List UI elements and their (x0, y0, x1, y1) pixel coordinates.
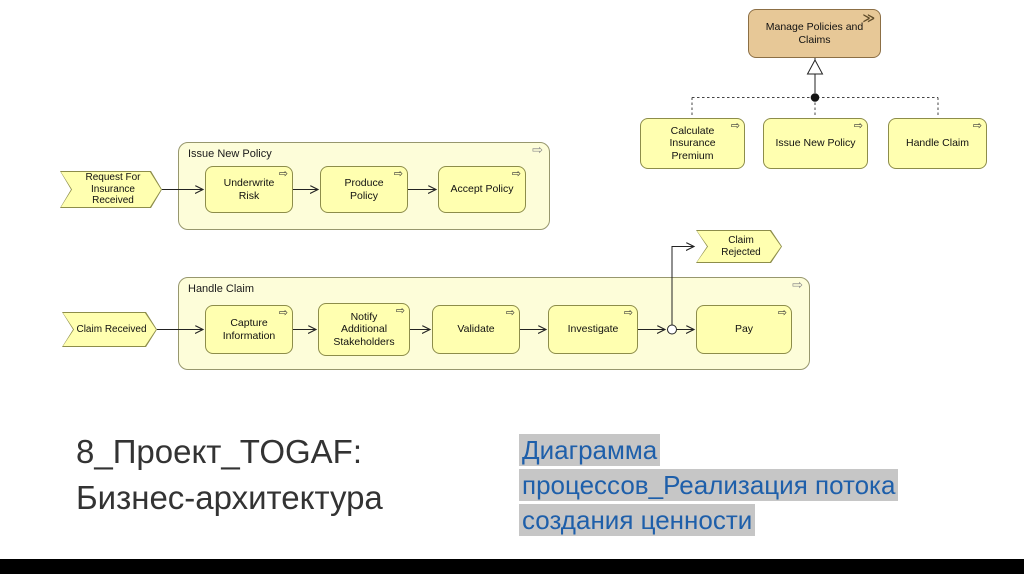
process-arrow-icon: ⇨ (511, 167, 521, 180)
process-arrow-icon: ⇨ (393, 167, 403, 180)
process-arrow-icon: ⇨ (532, 143, 543, 158)
process-step-label: Pay (734, 323, 754, 336)
process-step-pay: ⇨ Pay (696, 305, 792, 354)
process-step-validate: ⇨ Validate (432, 305, 520, 354)
process-arrow-icon: ⇨ (395, 304, 405, 317)
highlighted-text: создания ценности (519, 504, 756, 536)
event-request-for-insurance-received: Request For Insurance Received (60, 171, 162, 208)
slide-title-line2: Бизнес-архитектура (76, 479, 383, 516)
process-step-produce-policy: ⇨ Produce Policy (320, 166, 408, 213)
process-node-issue-new-policy: ⇨ Issue New Policy (763, 118, 868, 169)
process-step-label: Accept Policy (450, 183, 514, 196)
process-node-label: Handle Claim (905, 137, 970, 150)
event-shape-fill (61, 172, 161, 207)
process-step-label: Notify Additional Stakeholders (333, 310, 395, 348)
process-node-label: Manage Policies and Claims (765, 20, 864, 46)
slide-subtitle-line1: Диаграмма (519, 433, 898, 468)
slide-subtitle-line3: создания ценности (519, 503, 898, 538)
process-step-notify-additional-stakeholders: ⇨ Notify Additional Stakeholders (318, 303, 410, 356)
process-step-label: Validate (457, 323, 495, 336)
process-arrow-icon: ⇨ (505, 306, 515, 319)
process-step-investigate: ⇨ Investigate (548, 305, 638, 354)
process-arrow-icon: ⇨ (623, 306, 633, 319)
process-step-label: Investigate (567, 323, 619, 336)
process-arrow-icon: ⇨ (972, 119, 982, 132)
event-label: Request For Insurance Received (85, 172, 141, 207)
bottom-black-bar (0, 559, 1024, 574)
slide-subtitle-line2: процессов_Реализация потока (519, 468, 899, 503)
event-label: Claim Rejected (721, 235, 761, 258)
container-title: Handle Claim (188, 283, 255, 295)
process-step-accept-policy: ⇨ Accept Policy (438, 166, 526, 213)
hierarchy-links (691, 58, 939, 117)
process-arrow-icon: ⇨ (730, 119, 740, 132)
process-node-label: Calculate Insurance Premium (669, 124, 716, 162)
event-shape-fill (63, 313, 156, 346)
process-node-label: Issue New Policy (775, 137, 856, 150)
process-arrow-icon: ⇨ (278, 306, 288, 319)
process-step-label: Underwrite Risk (223, 176, 275, 202)
highlighted-text: Диаграмма (519, 434, 661, 466)
slide-subtitle: Диаграмма процессов_Реализация потока со… (519, 433, 899, 538)
junction-dot (810, 93, 820, 102)
process-step-capture-information: ⇨ Capture Information (205, 305, 293, 354)
process-step-label: Capture Information (222, 316, 276, 342)
process-step-label: Produce Policy (344, 176, 384, 202)
event-claim-received: Claim Received (62, 312, 157, 347)
highlighted-text: процессов_Реализация потока (519, 469, 899, 501)
event-claim-rejected: Claim Rejected (696, 230, 782, 263)
process-node-handle-claim: ⇨ Handle Claim (888, 118, 987, 169)
process-node-manage-policies-and-claims: ≫ Manage Policies and Claims (748, 9, 881, 58)
process-step-underwrite-risk: ⇨ Underwrite Risk (205, 166, 293, 213)
process-arrow-icon: ⇨ (853, 119, 863, 132)
process-arrow-icon: ⇨ (777, 306, 787, 319)
slide-title-line1: 8_Проект_TOGAF: (76, 433, 362, 470)
event-shape-fill (697, 231, 781, 262)
process-node-calculate-insurance-premium: ⇨ Calculate Insurance Premium (640, 118, 745, 169)
slide-title: 8_Проект_TOGAF: Бизнес-архитектура (76, 429, 383, 521)
event-label: Claim Received (76, 323, 147, 335)
process-arrow-icon: ⇨ (792, 278, 803, 293)
container-title: Issue New Policy (188, 148, 272, 160)
specialization-triangle (806, 58, 824, 75)
double-chevron-icon: ≫ (862, 11, 875, 25)
process-arrow-icon: ⇨ (278, 167, 288, 180)
